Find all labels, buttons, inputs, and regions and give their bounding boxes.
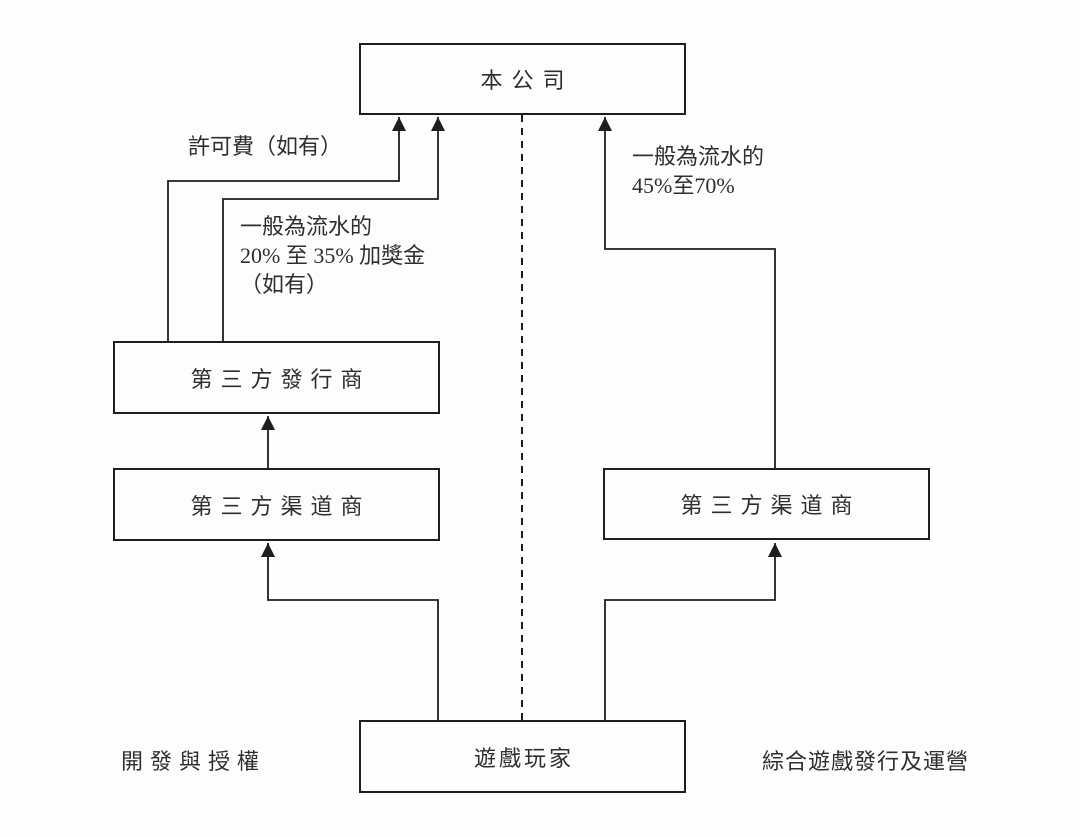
arrow-channel-right-to-company <box>598 117 776 468</box>
arrow-players-to-channel-right <box>604 543 782 720</box>
label-segment-development-licensing: 開發與授權 <box>121 749 267 774</box>
node-third-party-channel-left-label: 第三方渠道商 <box>190 493 371 519</box>
node-third-party-channel-right: 第三方渠道商 <box>603 468 930 540</box>
node-company: 本公司 <box>359 43 686 115</box>
node-third-party-channel-right-label: 第三方渠道商 <box>680 493 861 518</box>
node-third-party-publisher-label: 第三方發行商 <box>190 366 371 392</box>
arrow-publisher-to-company-license <box>167 117 406 341</box>
label-segment-publishing-operations: 綜合遊戲發行及運營 <box>762 749 970 774</box>
label-revenue-share-left-line1: 一般為流水的 <box>240 214 373 239</box>
node-game-players: 遊戲玩家 <box>359 720 686 793</box>
label-revenue-share-right-line2: 45%至70% <box>632 173 735 198</box>
label-revenue-share-right: 一般為流水的 45%至70% <box>632 142 764 200</box>
label-revenue-share-left-line3: （如有） <box>240 272 329 297</box>
label-license-fee: 許可費（如有） <box>188 134 343 159</box>
label-revenue-share-left-line2: 20% 至 35% 加獎金 <box>240 243 426 268</box>
node-company-label: 本公司 <box>480 68 574 93</box>
node-third-party-publisher: 第三方發行商 <box>113 341 440 414</box>
label-revenue-share-right-line1: 一般為流水的 <box>632 144 765 169</box>
arrow-publisher-to-company-share <box>222 117 445 341</box>
node-third-party-channel-left: 第三方渠道商 <box>113 468 440 541</box>
label-revenue-share-left: 一般為流水的 20% 至 35% 加獎金 （如有） <box>240 212 425 299</box>
arrow-players-to-channel-left <box>261 543 439 720</box>
node-game-players-label: 遊戲玩家 <box>473 745 574 771</box>
